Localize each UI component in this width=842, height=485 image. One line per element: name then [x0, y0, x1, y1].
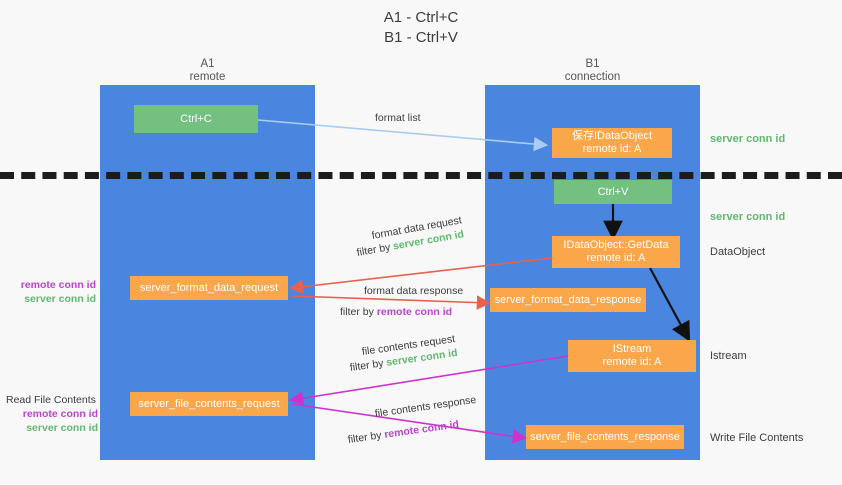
right-label-server-conn-id-mid: server conn id — [710, 211, 786, 223]
label-format-data-response-filter: filter by remote conn id — [340, 306, 452, 319]
left-label-read-file-contents-group: Read File Contents remote conn id server… — [6, 393, 98, 435]
filter-key-remote-conn-id: remote conn id — [376, 306, 453, 318]
label-format-data-response: format data response — [364, 285, 464, 297]
filter-prefix: filter by — [349, 356, 388, 374]
filter-prefix: filter by — [347, 428, 386, 446]
box-getdata-line2: remote id: A — [586, 252, 646, 264]
right-label-istream: Istream — [710, 350, 747, 362]
box-server-file-contents-request[interactable]: server_file_contents_request — [130, 392, 288, 416]
phase-divider — [0, 172, 842, 179]
box-getdata-line1: IDataObject::GetData — [563, 239, 669, 251]
label-format-list: format list — [375, 112, 421, 124]
label-file-contents-response: file contents response — [374, 393, 477, 420]
filter-prefix: filter by — [355, 240, 395, 259]
left-remote-conn-id-2: remote conn id — [22, 408, 98, 420]
left-remote-conn-id-1: remote conn id — [20, 279, 96, 291]
box-save-idataobject-line2: remote id: A — [582, 143, 642, 155]
right-label-write-file-contents: Write File Contents — [710, 432, 804, 444]
box-server-format-data-response[interactable]: server_format_data_response — [490, 288, 646, 312]
box-ctrl-v[interactable]: Ctrl+V — [554, 180, 672, 204]
left-label-conn-ids-1: remote conn id server conn id — [10, 278, 96, 306]
left-server-conn-id-2: server conn id — [26, 422, 98, 434]
title-line-1: A1 - Ctrl+C — [383, 9, 459, 26]
box-server-file-contents-request-label: server_file_contents_request — [138, 397, 280, 410]
column-b1-sub: connection — [564, 71, 621, 83]
box-istream-line2: remote id: A — [602, 356, 662, 368]
column-a1-name: A1 — [200, 58, 215, 70]
left-server-conn-id-1: server conn id — [24, 293, 96, 305]
filter-key-remote-conn-id: remote conn id — [383, 418, 460, 441]
box-server-format-data-response-label: server_format_data_response — [494, 293, 642, 306]
title-line-2: B1 - Ctrl+V — [384, 29, 458, 46]
box-istream-line1: IStream — [612, 343, 652, 355]
box-idataobject-getdata[interactable]: IDataObject::GetData remote id: A — [552, 236, 680, 268]
box-server-format-data-request[interactable]: server_format_data_request — [130, 276, 288, 300]
right-label-server-conn-id-top: server conn id — [710, 133, 786, 145]
left-read-file-contents: Read File Contents — [6, 394, 96, 406]
column-header-b1: B1 connection — [485, 58, 700, 84]
right-label-dataobject: DataObject — [710, 246, 766, 258]
box-server-file-contents-response[interactable]: server_file_contents_response — [526, 425, 684, 449]
box-ctrl-c[interactable]: Ctrl+C — [134, 105, 258, 133]
box-istream[interactable]: IStream remote id: A — [568, 340, 696, 372]
column-header-a1: A1 remote — [100, 58, 315, 84]
column-a1-sub: remote — [189, 71, 226, 83]
label-file-contents-response-filter: filter by remote conn id — [347, 418, 460, 446]
box-server-format-data-request-label: server_format_data_request — [139, 281, 279, 294]
box-ctrl-v-label: Ctrl+V — [597, 185, 629, 198]
filter-prefix: filter by — [340, 306, 377, 318]
box-server-file-contents-response-label: server_file_contents_response — [530, 430, 680, 443]
box-ctrl-c-label: Ctrl+C — [180, 112, 212, 125]
diagram-title: A1 - Ctrl+C B1 - Ctrl+V — [0, 8, 842, 48]
box-save-idataobject-line1: 保存IDataObject — [571, 130, 653, 142]
box-save-idataobject[interactable]: 保存IDataObject remote id: A — [552, 128, 672, 158]
column-b1-name: B1 — [585, 58, 600, 70]
